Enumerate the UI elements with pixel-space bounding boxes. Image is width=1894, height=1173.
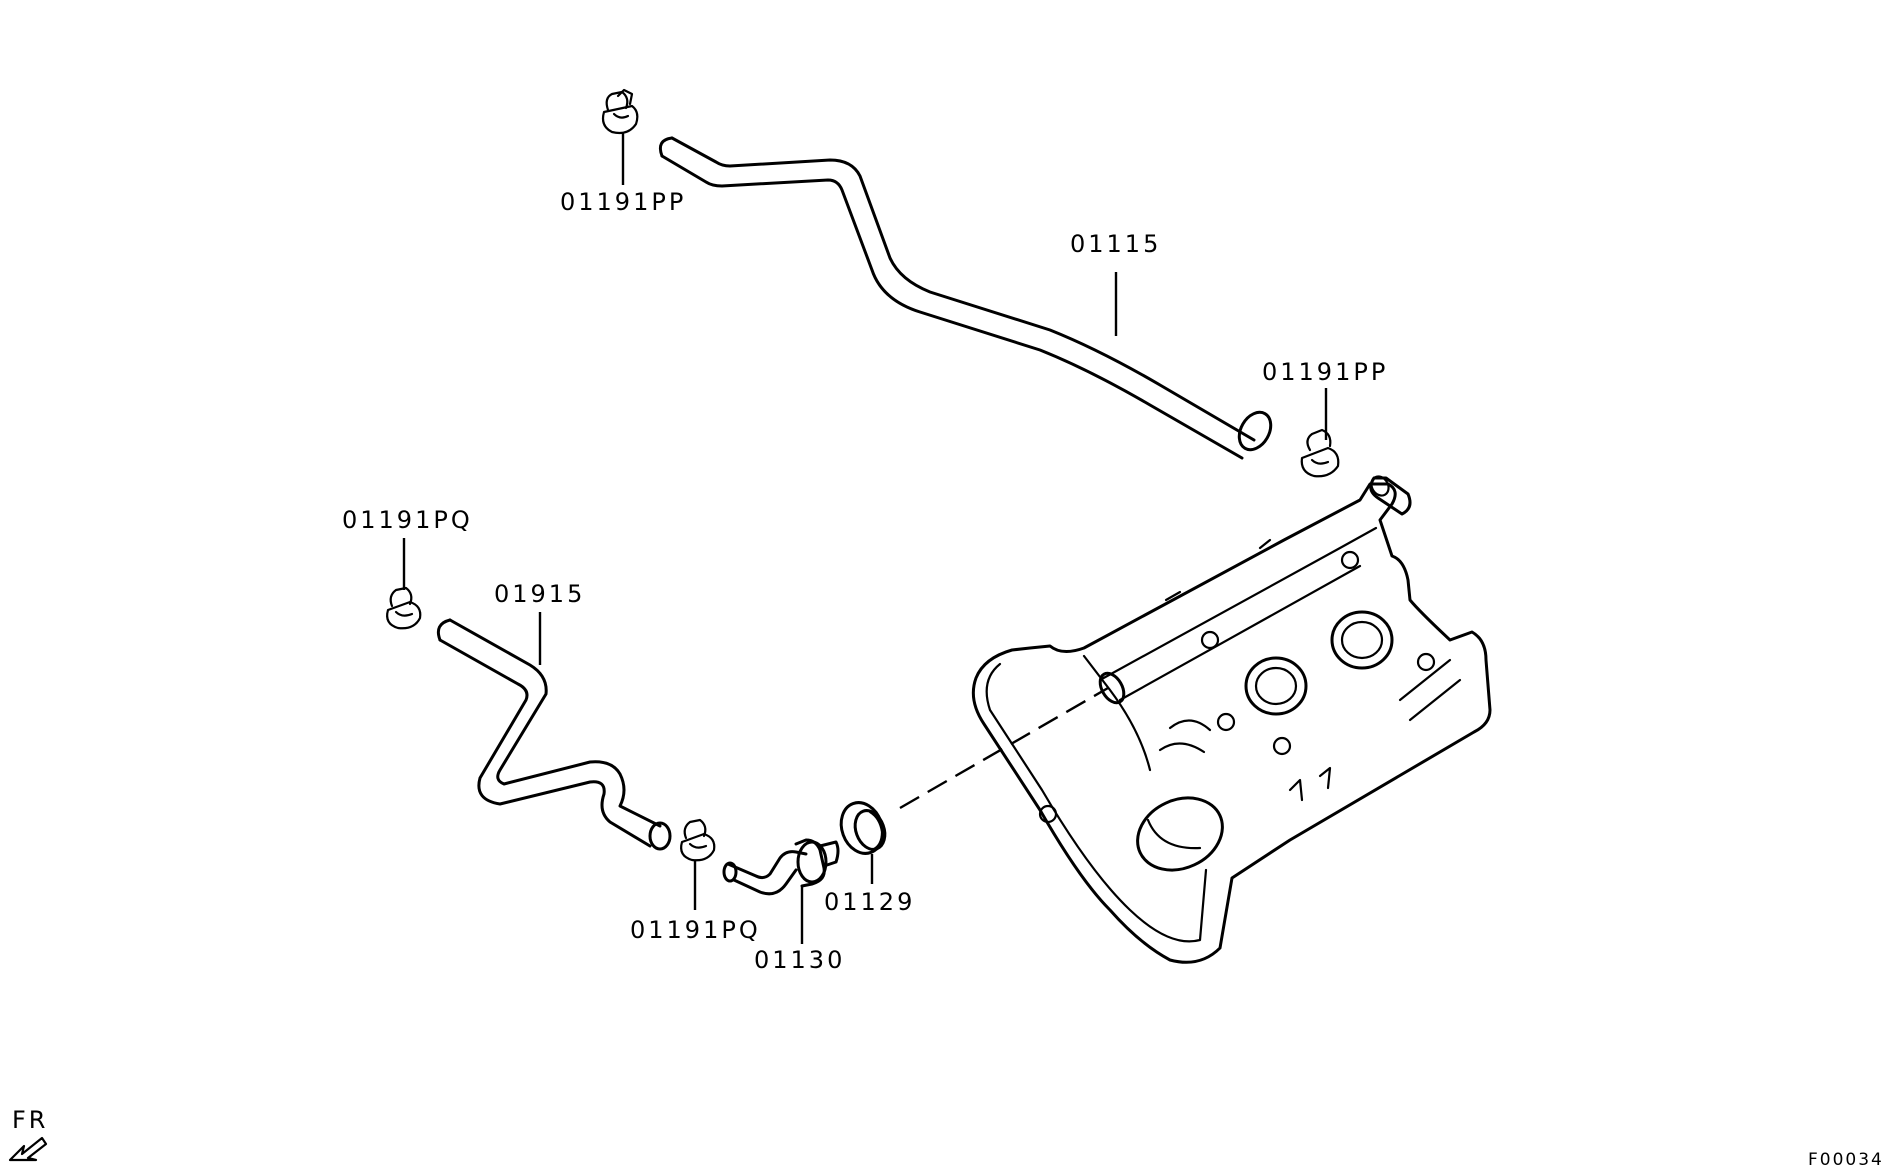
- hose-clamp-top-left: [601, 88, 639, 135]
- hose-clamp-bottom: [680, 818, 716, 862]
- label-clamp-bottom: 01191PQ: [630, 916, 761, 944]
- front-direction-arrow-icon: [8, 1136, 48, 1162]
- label-pcv-valve: 01130: [754, 946, 845, 974]
- hose-clamp-top-right: [1300, 428, 1340, 478]
- label-clamp-top-right: 01191PP: [1262, 358, 1388, 386]
- figure-code: F00034: [1808, 1150, 1884, 1170]
- alignment-line: [899, 686, 1109, 810]
- lower-ventilation-hose: [436, 618, 672, 851]
- label-lower-hose: 01915: [494, 580, 585, 608]
- rocker-cover: [971, 475, 1492, 964]
- label-grommet: 01129: [824, 888, 915, 916]
- pcv-valve: [722, 838, 840, 896]
- hose-clamp-left: [386, 586, 422, 630]
- label-clamp-left: 01191PQ: [342, 506, 473, 534]
- label-upper-hose: 01115: [1070, 230, 1161, 258]
- upper-ventilation-hose: [658, 136, 1273, 460]
- label-clamp-top-left: 01191PP: [560, 188, 686, 216]
- fr-label: FR: [12, 1106, 48, 1134]
- grommet: [839, 801, 887, 855]
